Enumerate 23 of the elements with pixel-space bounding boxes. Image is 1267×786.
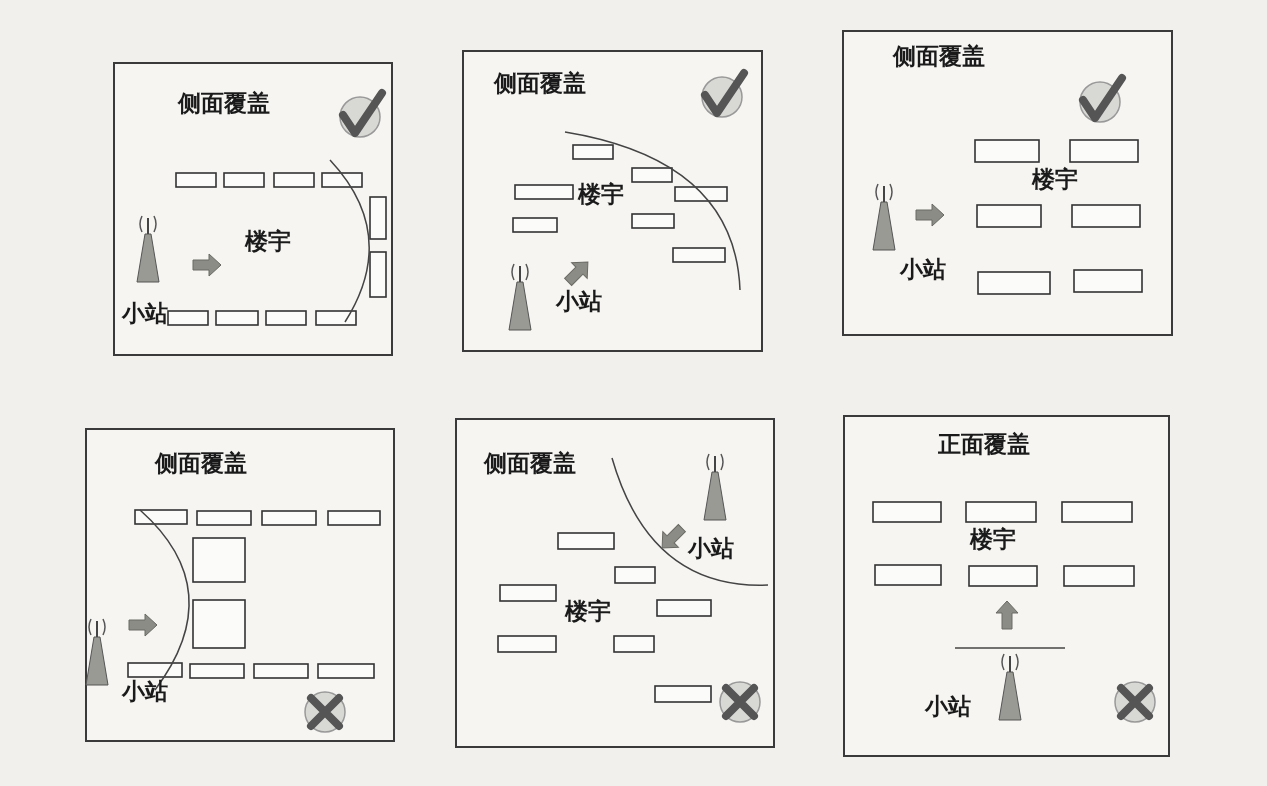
station-label: 小站 xyxy=(900,258,946,281)
coverage-title: 侧面覆盖 xyxy=(893,45,985,68)
station-label: 小站 xyxy=(556,290,602,313)
panel-frame xyxy=(842,30,1173,336)
panel-frame xyxy=(85,428,395,742)
coverage-title: 侧面覆盖 xyxy=(494,72,586,95)
panel-frame xyxy=(113,62,393,356)
building-label: 楼宇 xyxy=(245,230,291,253)
panel-frame xyxy=(455,418,775,748)
building-label: 楼宇 xyxy=(970,528,1016,551)
building-label: 楼宇 xyxy=(1032,168,1078,191)
coverage-title: 侧面覆盖 xyxy=(155,452,247,475)
station-label: 小站 xyxy=(122,302,168,325)
station-label: 小站 xyxy=(925,695,971,718)
station-label: 小站 xyxy=(122,680,168,703)
coverage-title: 正面覆盖 xyxy=(938,433,1030,456)
station-label: 小站 xyxy=(688,537,734,560)
panel-frame xyxy=(462,50,763,352)
coverage-title: 侧面覆盖 xyxy=(178,92,270,115)
panel-frame xyxy=(843,415,1170,757)
building-label: 楼宇 xyxy=(565,600,611,623)
building-label: 楼宇 xyxy=(578,183,624,206)
coverage-title: 侧面覆盖 xyxy=(484,452,576,475)
